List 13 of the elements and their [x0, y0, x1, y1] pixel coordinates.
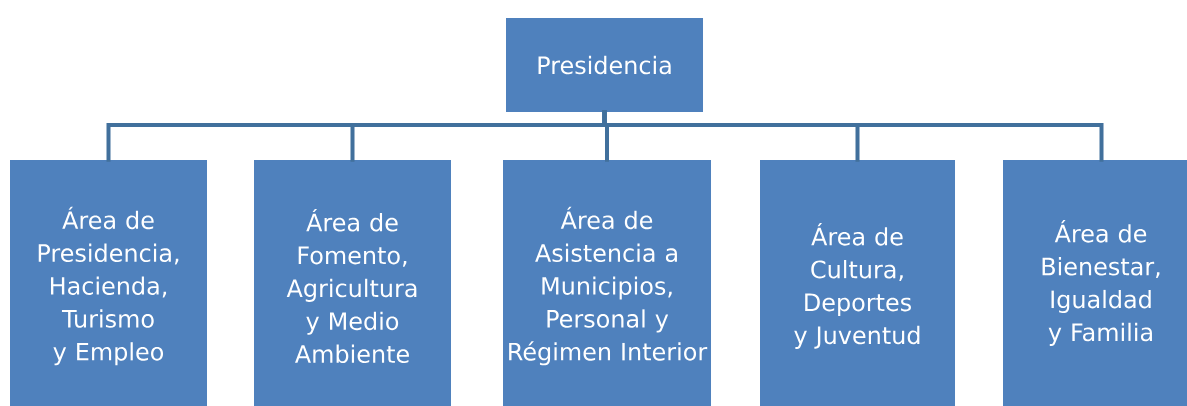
node-label: Área de Presidencia, Hacienda, Turismo y Empleo — [38, 206, 179, 366]
department-box — [1003, 160, 1187, 406]
department-box — [503, 160, 711, 406]
node-label: Presidencia — [538, 55, 671, 75]
title-box — [506, 18, 703, 112]
node-label: Área de Cultura, Deportes y Juventud — [794, 223, 920, 349]
connector-line — [602, 110, 1104, 162]
node-label: Área de Bienestar, Igualdad y Familia — [1042, 220, 1160, 346]
department-box — [760, 160, 955, 406]
department-box — [254, 160, 451, 406]
department-box — [10, 160, 207, 406]
node-label: Área de Fomento, Agricultura y Medio Ambiente — [286, 209, 417, 364]
node-label: Área de Asistencia a Municipios, Personal y Régimen Interior — [509, 206, 708, 366]
